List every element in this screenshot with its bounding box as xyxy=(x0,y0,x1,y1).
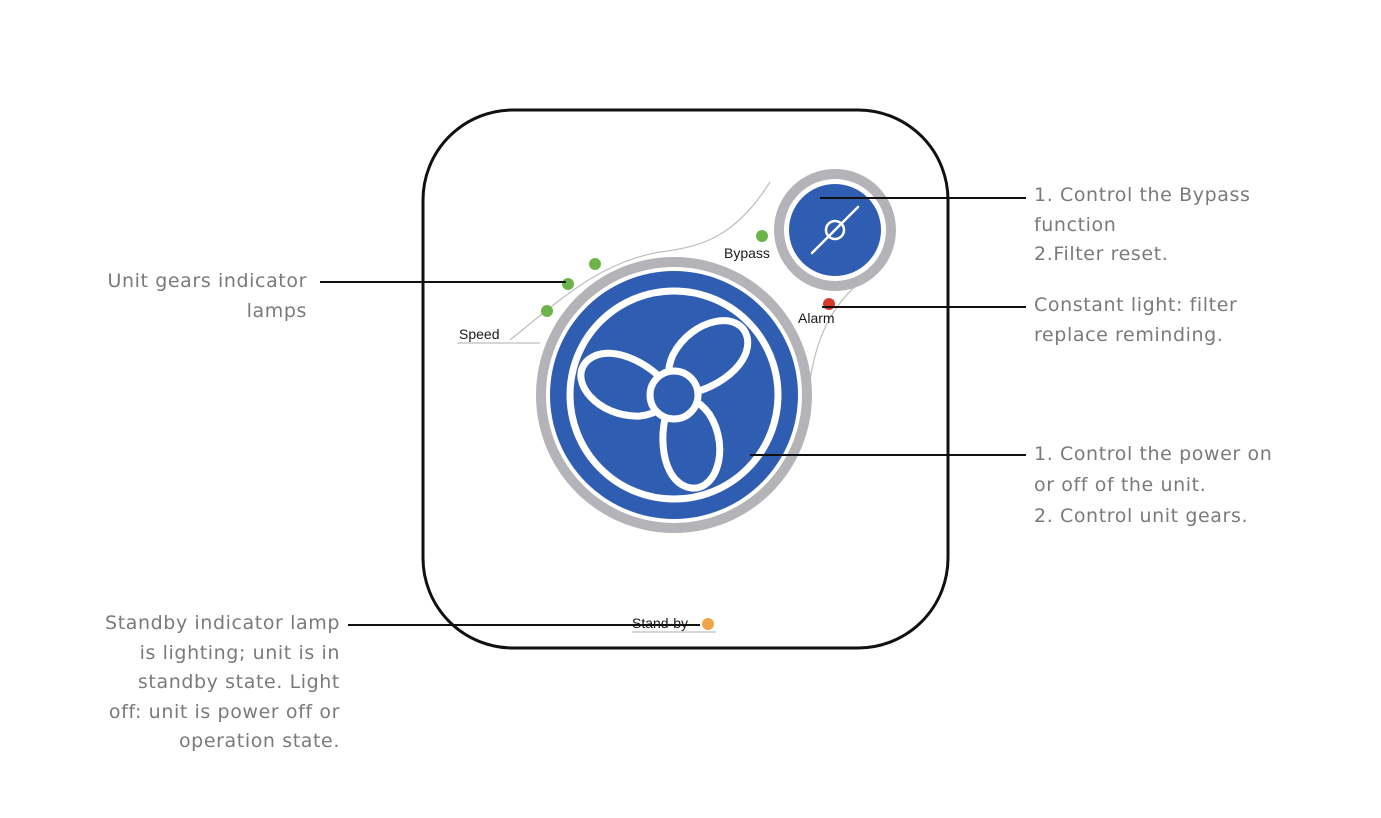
callout-line: lamps xyxy=(246,299,307,322)
speed-lamp-1 xyxy=(541,305,553,317)
callout-line: Standby indicator lamp xyxy=(105,612,340,634)
callout-line: is lighting; unit is in xyxy=(139,641,340,664)
callout-line: or off of the unit. xyxy=(1034,474,1207,496)
callout-alarm-lamp: Constant light: filter replace reminding… xyxy=(1034,291,1237,350)
callout-gear-lamps: Unit gears indicator lamps xyxy=(108,267,308,326)
fan-icon xyxy=(577,317,751,492)
callout-line: 2. Control unit gears. xyxy=(1034,505,1249,527)
callout-line: Unit gears indicator xyxy=(107,270,307,292)
callout-line: replace reminding. xyxy=(1034,323,1224,346)
bypass-lamp xyxy=(756,230,768,242)
alarm-lamp xyxy=(823,298,835,310)
callout-line: off: unit is power off or xyxy=(108,700,340,723)
callout-power-button: 1. Control the power on or off of the un… xyxy=(1034,439,1272,532)
bypass-button[interactable] xyxy=(774,169,896,291)
callout-bypass-button: 1. Control the Bypass function 2.Filter … xyxy=(1034,181,1251,270)
power-button-inner-ring xyxy=(566,287,782,503)
standby-lamp xyxy=(702,618,714,630)
speed-lamp-3 xyxy=(589,258,601,270)
standby-label: Stand-by xyxy=(632,615,688,631)
speed-label: Speed xyxy=(459,326,499,342)
callout-line: standby state. Light xyxy=(137,671,340,693)
callout-line: 1. Control the Bypass xyxy=(1034,184,1251,206)
callout-line: 1. Control the power on xyxy=(1034,443,1273,465)
callout-line: operation state. xyxy=(178,730,340,752)
speed-lamp-2 xyxy=(562,278,574,290)
callout-line: 2.Filter reset. xyxy=(1034,243,1169,265)
callout-standby-lamp: Standby indicator lamp is lighting; unit… xyxy=(105,609,340,757)
diameter-icon xyxy=(810,205,860,255)
callout-line: function xyxy=(1034,213,1117,236)
callout-line: Constant light: filter xyxy=(1034,294,1238,316)
power-button[interactable] xyxy=(536,257,812,533)
bypass-label: Bypass xyxy=(724,245,770,261)
alarm-label: Alarm xyxy=(798,310,835,326)
